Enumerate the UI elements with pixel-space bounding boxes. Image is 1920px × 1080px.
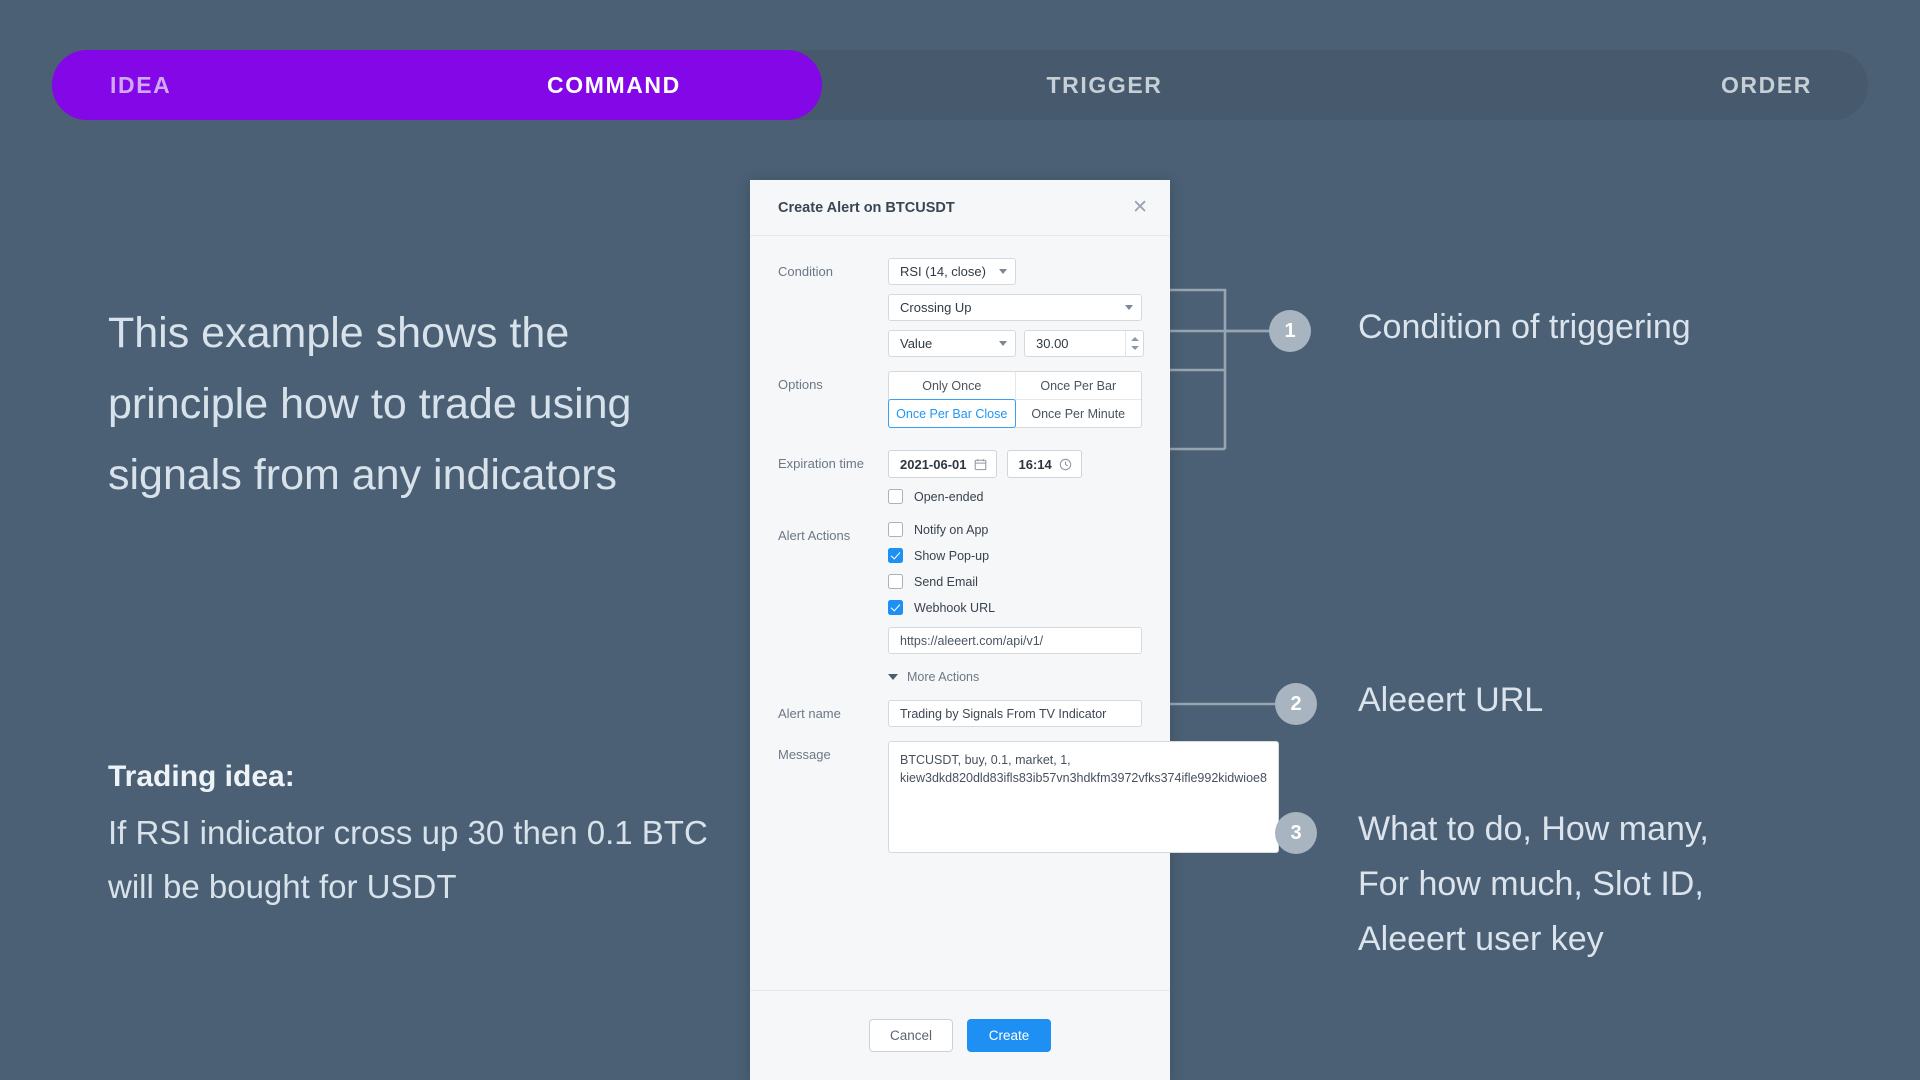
- options-grid: Only Once Once Per Bar Once Per Bar Clos…: [888, 371, 1142, 428]
- step-idea-label: IDEA: [110, 71, 172, 98]
- lead-paragraph: This example shows the principle how to …: [108, 309, 632, 499]
- send-email-row[interactable]: Send Email: [888, 574, 1142, 589]
- annotation-text-2: Aleeert URL: [1358, 681, 1544, 719]
- trading-idea-title: Trading idea:: [108, 760, 295, 793]
- send-email-label: Send Email: [914, 574, 978, 589]
- condition-indicator-select[interactable]: RSI (14, close): [888, 258, 1016, 285]
- alert-name-input[interactable]: Trading by Signals From TV Indicator: [888, 700, 1142, 727]
- show-popup-row[interactable]: Show Pop-up: [888, 548, 1142, 563]
- send-email-checkbox[interactable]: [888, 574, 903, 589]
- condition-comparator-select[interactable]: Crossing Up: [888, 294, 1142, 321]
- notify-on-app-label: Notify on App: [914, 522, 989, 537]
- alert-name-label: Alert name: [778, 706, 841, 721]
- show-popup-label: Show Pop-up: [914, 548, 990, 563]
- alert-name-row: Alert name Trading by Signals From TV In…: [778, 700, 1142, 727]
- message-textarea[interactable]: BTCUSDT, buy, 0.1, market, 1, kiew3dkd82…: [888, 741, 1279, 853]
- alert-actions-label: Alert Actions: [778, 528, 851, 543]
- expiration-time-value: 16:14: [1018, 456, 1052, 472]
- condition-value-type: Value: [900, 336, 933, 351]
- cancel-button[interactable]: Cancel: [869, 1019, 953, 1052]
- dialog-header: Create Alert on BTCUSDT ✕: [750, 180, 1170, 236]
- more-actions-label: More Actions: [907, 670, 980, 684]
- more-actions-toggle[interactable]: More Actions: [888, 670, 1142, 684]
- option-only-once[interactable]: Only Once: [922, 378, 982, 393]
- step-trigger-label: TRIGGER: [1046, 71, 1163, 98]
- expiration-row: Expiration time 2021-06-01 16:14: [778, 450, 1142, 504]
- condition-row: Condition RSI (14, close): [778, 258, 1142, 285]
- condition-value-input[interactable]: 30.00: [1024, 330, 1144, 357]
- expiration-date-input[interactable]: 2021-06-01: [888, 450, 997, 478]
- annotation-badge-3: 3: [1275, 812, 1317, 854]
- step-idea[interactable]: IDEA: [52, 50, 547, 120]
- show-popup-checkbox[interactable]: [888, 548, 903, 563]
- condition-label: Condition: [778, 264, 833, 279]
- chevron-down-icon: [999, 269, 1007, 274]
- message-label: Message: [778, 747, 831, 762]
- chevron-down-icon: [999, 341, 1007, 346]
- number-stepper[interactable]: [1125, 331, 1143, 356]
- create-button[interactable]: Create: [967, 1019, 1051, 1052]
- chevron-down-icon: [1125, 305, 1133, 310]
- step-trigger[interactable]: TRIGGER: [822, 50, 1387, 120]
- annotation-badge-2: 2: [1275, 683, 1317, 725]
- notify-on-app-checkbox[interactable]: [888, 522, 903, 537]
- webhook-url-value: https://aleeert.com/api/v1/: [900, 633, 1044, 648]
- progress-stepbar: IDEA COMMAND TRIGGER ORDER: [52, 50, 1868, 120]
- alert-name-value: Trading by Signals From TV Indicator: [900, 706, 1107, 721]
- expiration-date-value: 2021-06-01: [900, 456, 967, 472]
- dialog-body: Condition RSI (14, close) Crossing Up: [750, 236, 1279, 853]
- condition-value: 30.00: [1036, 336, 1069, 351]
- step-command[interactable]: COMMAND: [547, 50, 822, 120]
- option-once-per-minute[interactable]: Once Per Minute: [1014, 400, 1142, 427]
- expiration-label: Expiration time: [778, 456, 864, 471]
- condition-indicator-value: RSI (14, close): [900, 264, 986, 279]
- open-ended-checkbox[interactable]: [888, 489, 903, 504]
- expiration-time-input[interactable]: 16:14: [1006, 450, 1082, 478]
- open-ended-row[interactable]: Open-ended: [888, 489, 1142, 504]
- alert-actions-row: Alert Actions Notify on App Show Pop-up …: [778, 522, 1142, 684]
- step-order[interactable]: ORDER: [1387, 50, 1868, 120]
- dialog-title: Create Alert on BTCUSDT: [778, 199, 955, 216]
- condition-comparator-value: Crossing Up: [900, 300, 972, 315]
- options-row: Options Only Once Once Per Bar Once Per …: [778, 371, 1142, 428]
- stepper-up-icon[interactable]: [1130, 337, 1139, 341]
- value-row: Value 30.00: [778, 330, 1144, 357]
- webhook-url-input[interactable]: https://aleeert.com/api/v1/: [888, 627, 1142, 654]
- webhook-url-label: Webhook URL: [914, 600, 996, 615]
- webhook-url-checkbox[interactable]: [888, 600, 903, 615]
- notify-on-app-row[interactable]: Notify on App: [888, 522, 1142, 537]
- chevron-down-icon: [888, 674, 898, 680]
- open-ended-label: Open-ended: [914, 489, 984, 504]
- stepper-down-icon[interactable]: [1130, 346, 1139, 350]
- webhook-url-row[interactable]: Webhook URL: [888, 600, 1142, 615]
- condition-value-type-select[interactable]: Value: [888, 330, 1016, 357]
- active-step-pill: [52, 50, 822, 120]
- option-once-per-bar[interactable]: Once Per Bar: [1014, 372, 1142, 399]
- create-alert-dialog: Create Alert on BTCUSDT ✕ Condition RSI …: [750, 180, 1279, 1080]
- calendar-icon: [974, 458, 986, 470]
- close-icon[interactable]: ✕: [1132, 197, 1148, 218]
- step-order-label: ORDER: [1720, 71, 1812, 98]
- message-row: Message BTCUSDT, buy, 0.1, market, 1, ki…: [778, 741, 1279, 853]
- option-once-per-bar-close[interactable]: Once Per Bar Close: [888, 399, 1016, 428]
- annotation-text-1: Condition of triggering: [1358, 308, 1691, 346]
- trading-idea-body: If RSI indicator cross up 30 then 0.1 BT…: [108, 814, 708, 905]
- step-command-label: COMMAND: [547, 71, 681, 98]
- clock-icon: [1059, 458, 1071, 470]
- options-label: Options: [778, 377, 823, 392]
- annotation-text-3: What to do, How many, For how much, Slot…: [1358, 810, 1709, 958]
- trading-idea-block: Trading idea: If RSI indicator cross up …: [108, 760, 708, 914]
- dialog-footer: Cancel Create: [750, 990, 1170, 1080]
- annotation-badge-1: 1: [1269, 310, 1311, 352]
- comparator-row: Crossing Up: [778, 294, 1142, 321]
